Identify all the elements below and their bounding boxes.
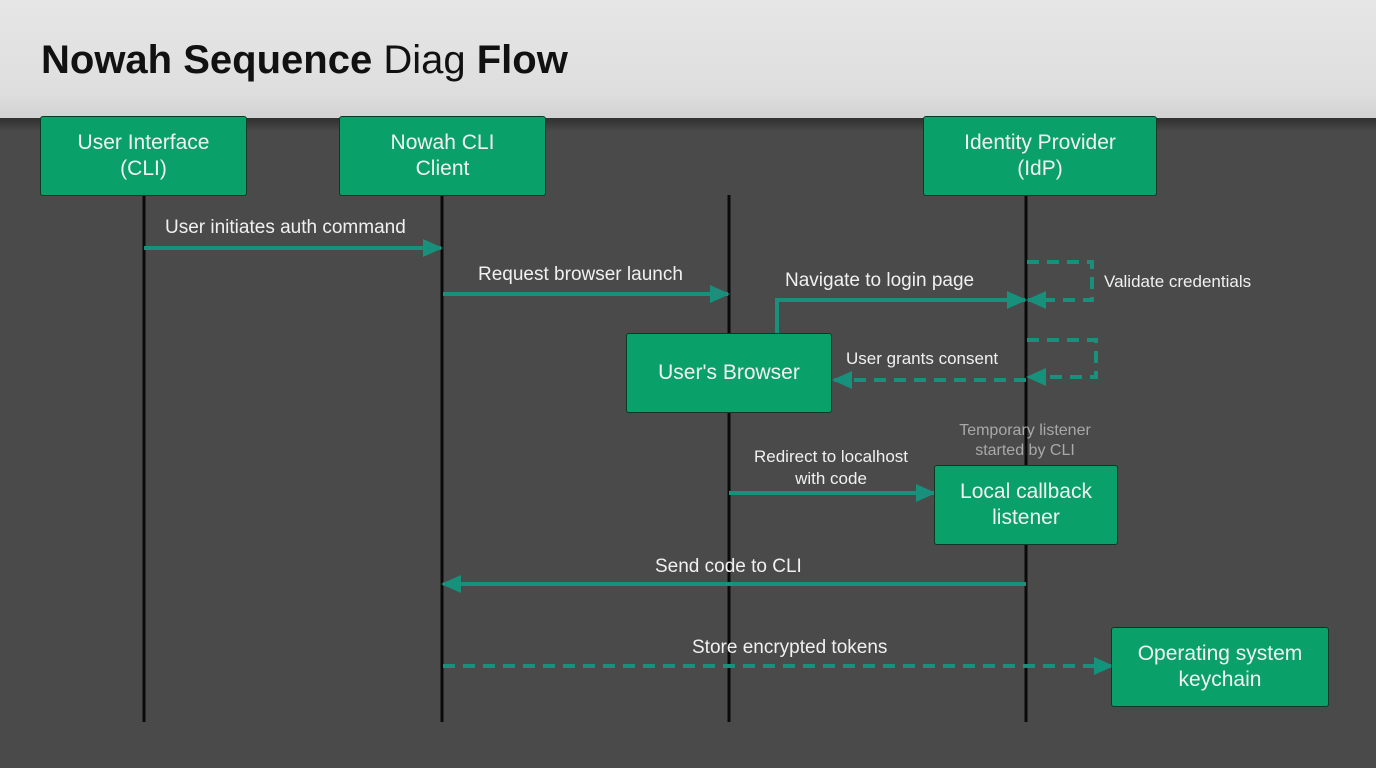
participant-os-keychain: Operating system keychain — [1111, 627, 1329, 707]
label-browser-launch: Request browser launch — [478, 264, 683, 285]
participant-local-callback-line1: Local callback — [960, 480, 1092, 503]
label-redirect-line1: Redirect to localhost — [753, 447, 909, 466]
participant-user-interface: User Interface (CLI) — [40, 116, 247, 196]
participant-identity-provider: Identity Provider (IdP) — [923, 116, 1157, 196]
title-part-2: Diag — [383, 38, 466, 82]
title-part-1: Nowah Sequence — [41, 38, 373, 82]
participant-nowah-cli-line2: Client — [415, 157, 470, 180]
participant-identity-provider-line2: (IdP) — [1017, 157, 1063, 180]
note-temporary-listener-line2: started by CLI — [975, 442, 1075, 459]
participant-users-browser-line1: User's Browser — [658, 361, 800, 384]
participant-user-interface-line2: (CLI) — [120, 157, 167, 180]
label-redirect-line2: with code — [795, 469, 867, 488]
participant-nowah-cli-line1: Nowah CLI — [390, 131, 495, 154]
note-temporary-listener: Temporary listener started by CLI — [940, 421, 1110, 461]
participant-os-keychain-line2: keychain — [1178, 668, 1262, 691]
page-title: Nowah Sequence Diag Flow — [41, 36, 568, 84]
participant-local-callback: Local callback listener — [934, 465, 1118, 545]
arrow-grant-consent-self — [1026, 338, 1098, 386]
participant-user-interface-line1: User Interface — [77, 131, 210, 154]
header-bar — [0, 0, 1376, 118]
arrow-navigate-login — [775, 291, 1027, 333]
label-grant-consent: User grants consent — [846, 349, 999, 368]
title-part-3: Flow — [476, 38, 568, 82]
note-temporary-listener-line1: Temporary listener — [959, 422, 1091, 439]
label-store-tokens: Store encrypted tokens — [692, 637, 888, 658]
participant-users-browser: User's Browser — [626, 333, 832, 413]
label-redirect-localhost: Redirect to localhost with code — [738, 446, 924, 490]
participant-os-keychain-line1: Operating system — [1137, 642, 1303, 665]
participant-nowah-cli: Nowah CLI Client — [339, 116, 546, 196]
label-send-code: Send code to CLI — [655, 556, 802, 577]
participant-local-callback-line2: listener — [992, 506, 1060, 529]
participant-identity-provider-line1: Identity Provider — [964, 131, 1116, 154]
label-validate-credentials: Validate credentials — [1104, 272, 1252, 291]
label-initiate-auth: User initiates auth command — [165, 217, 406, 238]
label-navigate-login: Navigate to login page — [785, 270, 975, 291]
arrow-validate-credentials — [1026, 260, 1094, 309]
